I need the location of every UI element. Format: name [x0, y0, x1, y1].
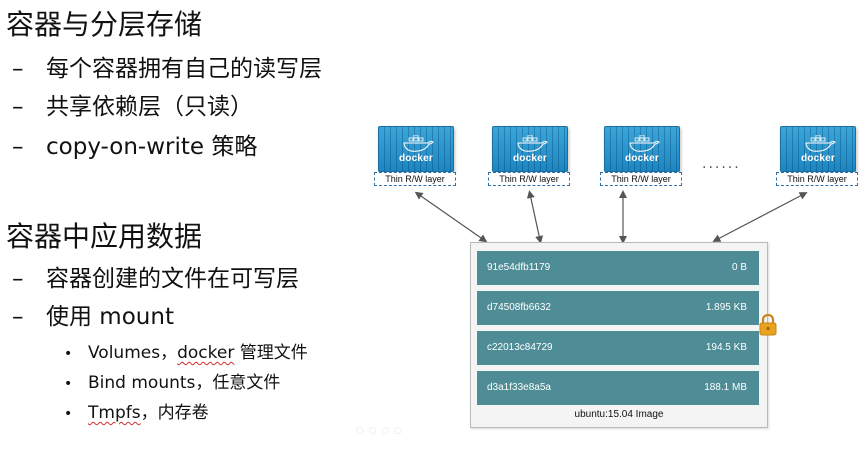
docker-whale-icon [403, 135, 434, 152]
layer-size: 188.1 MB [704, 382, 747, 393]
docker-whale-icon [629, 135, 660, 152]
container-box: docker [492, 126, 568, 172]
bullet-use-mount: –使用 mount [12, 304, 174, 330]
container-3: docker Thin R/W layer [600, 126, 682, 188]
thin-rw-layer-label: Thin R/W layer [488, 172, 570, 186]
docker-whale-icon [517, 135, 548, 152]
image-layer-row: d74508fb6632 1.895 KB [477, 291, 759, 325]
layer-id: d74508fb6632 [487, 302, 551, 313]
thin-rw-layer-label: Thin R/W layer [776, 172, 858, 186]
arrow-container-1 [414, 191, 488, 243]
layer-size: 194.5 KB [705, 342, 747, 353]
more-containers-ellipsis: ...... [702, 156, 741, 172]
container-box: docker [378, 126, 454, 172]
sub-bullet-volumes: •Volumes，docker 管理文件 [64, 343, 308, 363]
bullet-own-rw-layer: –每个容器拥有自己的读写层 [12, 56, 322, 82]
thin-rw-layer-label: Thin R/W layer [374, 172, 456, 186]
layer-id: d3a1f33e8a5a [487, 382, 551, 393]
container-box: docker [604, 126, 680, 172]
thin-rw-layer-label: Thin R/W layer [600, 172, 682, 186]
sub-bullet-bind-mounts: •Bind mounts，任意文件 [64, 373, 281, 393]
bullet-files-in-writable-layer: –容器创建的文件在可写层 [12, 266, 299, 292]
container-2: docker Thin R/W layer [488, 126, 570, 188]
container-1: docker Thin R/W layer [374, 126, 456, 188]
decorative-dots: ○ ○ ○ ○ [356, 426, 403, 436]
image-caption: ubuntu:15.04 Image [574, 409, 664, 420]
arrow-container-4 [712, 192, 808, 242]
docker-whale-icon [805, 135, 836, 152]
bullet-shared-layers: –共享依赖层（只读） [12, 94, 253, 120]
lock-icon [759, 314, 777, 336]
container-4: docker Thin R/W layer [776, 126, 858, 188]
image-layer-row: 91e54dfb1179 0 B [477, 251, 759, 285]
sub-bullet-tmpfs: •Tmpfs，内存卷 [64, 403, 209, 423]
container-box: docker [780, 126, 856, 172]
layer-id: 91e54dfb1179 [487, 262, 551, 273]
layer-size: 1.895 KB [705, 302, 747, 313]
arrow-container-2 [526, 190, 544, 244]
section-heading-layered-storage: 容器与分层存储 [6, 8, 203, 41]
image-layers-panel: 91e54dfb1179 0 B d74508fb6632 1.895 KB c… [470, 242, 768, 428]
image-layer-row: d3a1f33e8a5a 188.1 MB [477, 371, 759, 405]
bullet-copy-on-write: –copy-on-write 策略 [12, 134, 258, 160]
section-heading-app-data: 容器中应用数据 [6, 220, 203, 253]
layer-size: 0 B [731, 262, 747, 273]
layer-id: c22013c84729 [487, 342, 553, 353]
image-layer-row: c22013c84729 194.5 KB [477, 331, 759, 365]
